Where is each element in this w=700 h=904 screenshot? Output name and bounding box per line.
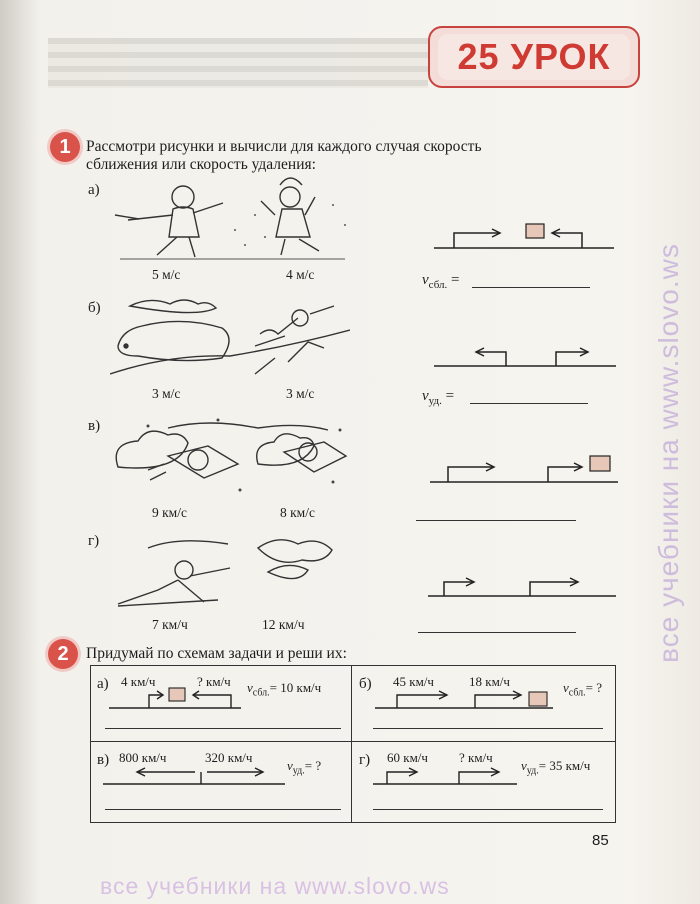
item-d-answer-line[interactable] — [418, 632, 576, 633]
cell-a-speed2: ? км/ч — [197, 674, 231, 689]
item-a-formula: vсбл. = — [422, 272, 460, 291]
cell-c-formula: vуд.= ? — [287, 758, 322, 777]
item-b-speed-right: 3 м/с — [286, 386, 315, 401]
cell-d-answer-line[interactable] — [373, 809, 603, 810]
item-c-label: в) — [88, 418, 101, 434]
faded-header-text — [48, 38, 428, 88]
cell-b-formula: vсбл.= ? — [563, 680, 603, 699]
cell-d-speed1: 60 км/ч — [387, 750, 428, 765]
cell-b-speed1: 45 км/ч — [393, 674, 434, 689]
item-b-formula: vуд. = — [422, 388, 455, 407]
cell-b-label: б) — [359, 676, 372, 692]
item-c-answer-line[interactable] — [416, 520, 576, 521]
cell-c-label: в) — [97, 752, 110, 768]
item-a-answer-line[interactable] — [472, 287, 590, 288]
cell-a-label: а) — [97, 676, 109, 692]
cell-c-speed1: 800 км/ч — [119, 750, 167, 765]
task1-text: Рассмотри рисунки и вычисли для каждого … — [86, 138, 482, 174]
cell-d-label: г) — [359, 752, 371, 768]
lesson-badge-inner: 25 УРОК — [438, 34, 630, 80]
cell-d-speed2: ? км/ч — [459, 750, 493, 765]
table-horizontal-divider — [91, 741, 615, 742]
item-c-speed-left: 9 км/с — [152, 505, 187, 520]
rockets-illustration — [115, 418, 348, 492]
cell-b-scheme — [375, 690, 553, 709]
cell-a-formula: vсбл.= 10 км/ч — [247, 680, 322, 699]
scheme-a — [434, 223, 614, 249]
task1-text-line2: сближения или скорость удаления: — [86, 156, 316, 173]
cell-c-speed2: 320 км/ч — [205, 750, 253, 765]
cell-c-scheme — [103, 767, 285, 785]
item-a-speed-right: 4 м/с — [286, 267, 315, 282]
task1-text-line1: Рассмотри рисунки и вычисли для каждого … — [86, 138, 482, 155]
page-number: 85 — [592, 832, 609, 849]
task2-number: 2 — [57, 642, 69, 665]
task2-text: Придумай по схемам задачи и реши их: — [86, 645, 347, 662]
item-d-speed-right: 12 км/ч — [262, 617, 305, 632]
cell-c-answer-line[interactable] — [105, 809, 341, 810]
task2-number-badge: 2 — [48, 639, 78, 669]
item-d-speed-left: 7 км/ч — [152, 617, 188, 632]
task1-number-badge: 1 — [50, 132, 80, 162]
task1-number: 1 — [59, 135, 71, 158]
cell-d-scheme — [373, 767, 517, 785]
cell-a-scheme — [109, 687, 241, 709]
item-b-label: б) — [88, 300, 101, 316]
item-b-speed-left: 3 м/с — [152, 386, 181, 401]
scheme-d — [428, 577, 616, 597]
item-c-speed-right: 8 км/с — [280, 505, 315, 520]
lesson-badge: 25 УРОК — [428, 26, 640, 88]
cell-a-answer-line[interactable] — [105, 728, 341, 729]
watermark-bottom: все учебники на www.slovo.ws — [100, 873, 450, 899]
bear-hunter-illustration — [110, 299, 350, 375]
scheme-c — [430, 455, 618, 483]
table-vertical-divider — [351, 666, 352, 822]
item-a-speed-left: 5 м/с — [152, 267, 181, 282]
item-b-answer-line[interactable] — [470, 403, 588, 404]
scheme-b — [434, 347, 616, 367]
item-a-label: а) — [88, 182, 100, 198]
task2-schemes-table: а) 4 км/ч ? км/ч vсбл.= 10 км/ч б) 45 км… — [90, 665, 616, 823]
watermark-side: все учебники на www.slovo.ws — [653, 243, 684, 663]
runner-bird-illustration — [117, 539, 333, 607]
item-d-label: г) — [88, 533, 100, 549]
cell-a-speed1: 4 км/ч — [121, 674, 156, 689]
lesson-title: 25 УРОК — [457, 36, 611, 77]
cell-b-speed2: 18 км/ч — [469, 674, 510, 689]
cell-b-answer-line[interactable] — [373, 728, 603, 729]
skaters-illustration — [114, 177, 346, 260]
cell-d-formula: vуд.= 35 км/ч — [521, 758, 591, 777]
